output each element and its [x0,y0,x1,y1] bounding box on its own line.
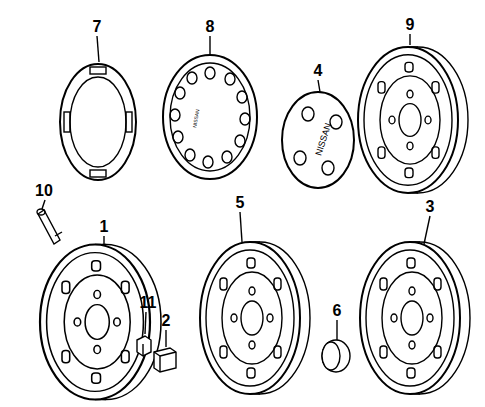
callout-number: 1 [100,219,109,235]
callout-number: 4 [314,63,323,79]
callout-number: 11 [140,295,157,311]
callout-number: 7 [93,19,102,35]
callout-number: 5 [236,195,245,211]
callout-number: 2 [162,313,171,329]
callout-number: 8 [206,19,215,35]
callout-number: 6 [333,303,342,319]
logo-text: NISSAN [192,108,200,127]
callout-number: 10 [35,183,53,199]
callout-number: 9 [406,17,415,33]
logo-text: NISSAN [315,122,334,157]
callout-number: 3 [426,199,435,215]
